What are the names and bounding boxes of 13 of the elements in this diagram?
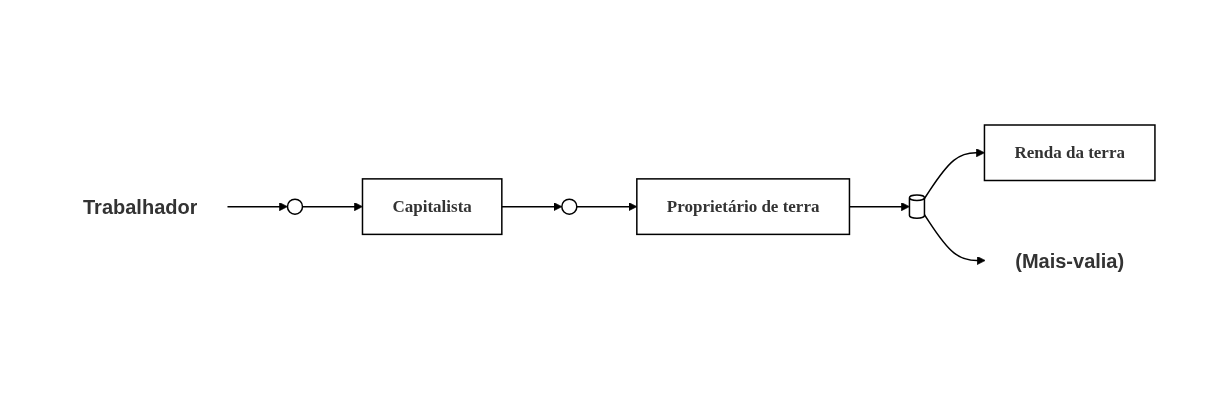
arrow <box>575 202 637 212</box>
node-circle <box>286 198 303 216</box>
node-circle <box>560 198 578 216</box>
node-box: Proprietário de terra <box>635 178 850 236</box>
arrow <box>226 202 288 212</box>
node-text: Trabalhador <box>82 195 198 218</box>
node-cylinder <box>908 194 925 220</box>
node-text: (Mais-valia) <box>1014 249 1124 272</box>
node-box: Capitalista <box>361 178 503 236</box>
arrow <box>301 202 363 212</box>
node-box: Renda da terra <box>983 124 1156 182</box>
arrow <box>923 214 986 266</box>
arrow <box>848 202 910 212</box>
